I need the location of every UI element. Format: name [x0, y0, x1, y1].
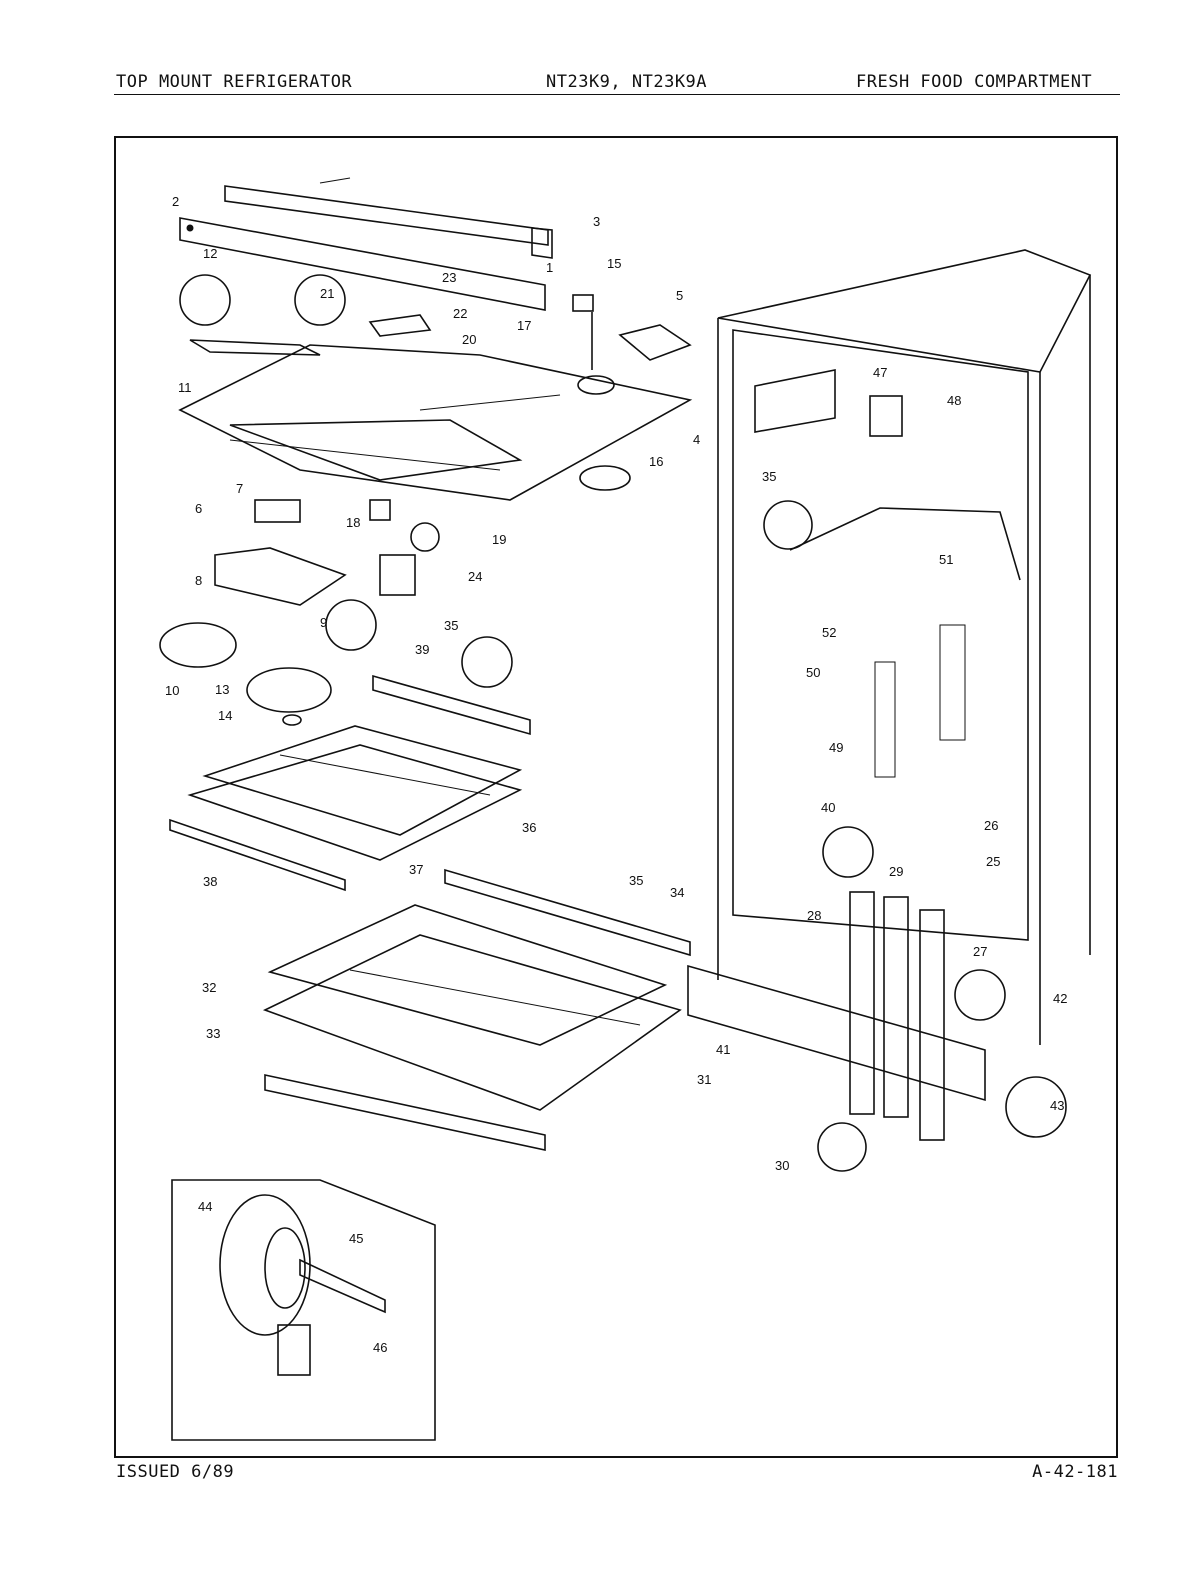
callout-37: 37	[409, 862, 423, 877]
callout-labels: 1 2 3 4 5 6 7 8 9 10 11 12 13 14 15 16 1…	[165, 194, 1067, 1355]
page-code: A-42-181	[1032, 1462, 1118, 1482]
callout-27: 27	[973, 944, 987, 959]
lower-shelf	[262, 868, 691, 1151]
callout-36: 36	[522, 820, 536, 835]
callout-13: 13	[215, 682, 229, 697]
shelf-rails-and-grille	[687, 891, 1067, 1172]
callout-2: 2	[172, 194, 179, 209]
caster-inset	[171, 1179, 436, 1441]
callout-47: 47	[873, 365, 887, 380]
header-model-numbers: NT23K9, NT23K9A	[546, 72, 708, 92]
callout-3: 3	[593, 214, 600, 229]
callout-41: 41	[716, 1042, 730, 1057]
callout-28: 28	[807, 908, 821, 923]
callout-1: 1	[546, 260, 553, 275]
callout-23: 23	[442, 270, 456, 285]
upper-shelf	[169, 725, 523, 892]
callout-52: 52	[822, 625, 836, 640]
callout-10: 10	[165, 683, 179, 698]
callout-18: 18	[346, 515, 360, 530]
header-title: TOP MOUNT REFRIGERATOR	[116, 72, 353, 92]
callout-26: 26	[984, 818, 998, 833]
callout-14: 14	[218, 708, 232, 723]
callout-35a: 35	[444, 618, 458, 633]
control-housing	[178, 339, 693, 501]
callout-24: 24	[468, 569, 482, 584]
callout-22: 22	[453, 306, 467, 321]
callout-9: 9	[320, 615, 327, 630]
callout-33: 33	[206, 1026, 220, 1041]
callout-31: 31	[697, 1072, 711, 1087]
callout-15: 15	[607, 256, 621, 271]
callout-7: 7	[236, 481, 243, 496]
callout-45: 45	[349, 1231, 363, 1246]
callout-25: 25	[986, 854, 1000, 869]
callout-16: 16	[649, 454, 663, 469]
callout-43: 43	[1050, 1098, 1064, 1113]
callout-30: 30	[775, 1158, 789, 1173]
header-section: FRESH FOOD COMPARTMENT	[856, 72, 1093, 92]
callout-39: 39	[415, 642, 429, 657]
cabinet-liner	[717, 249, 1092, 1045]
callout-44: 44	[198, 1199, 212, 1214]
callout-48: 48	[947, 393, 961, 408]
callout-8: 8	[195, 573, 202, 588]
control-parts	[159, 274, 692, 736]
callout-38: 38	[203, 874, 217, 889]
callout-49: 49	[829, 740, 843, 755]
callout-5: 5	[676, 288, 683, 303]
callout-40: 40	[821, 800, 835, 815]
callout-46: 46	[373, 1340, 387, 1355]
callout-35c: 35	[762, 469, 776, 484]
callout-32: 32	[202, 980, 216, 995]
callout-17: 17	[517, 318, 531, 333]
callout-6: 6	[195, 501, 202, 516]
callout-20: 20	[462, 332, 476, 347]
callout-34: 34	[670, 885, 684, 900]
diagram-frame	[114, 136, 1118, 1458]
header-rule	[114, 94, 1120, 95]
callout-42: 42	[1053, 991, 1067, 1006]
callout-4: 4	[693, 432, 700, 447]
callout-29: 29	[889, 864, 903, 879]
callout-11: 11	[178, 380, 192, 395]
callout-21: 21	[320, 286, 334, 301]
top-trim-assembly	[179, 177, 553, 311]
callout-50: 50	[806, 665, 820, 680]
callout-51: 51	[939, 552, 953, 567]
callout-35b: 35	[629, 873, 643, 888]
callout-19: 19	[492, 532, 506, 547]
issue-date: ISSUED 6/89	[116, 1462, 235, 1482]
callout-12: 12	[203, 246, 217, 261]
